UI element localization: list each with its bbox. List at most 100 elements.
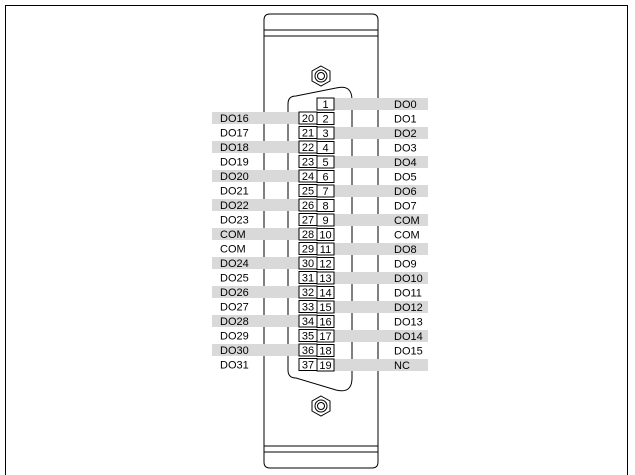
pin-box-layer: 1234567891011121314151617181920212223242… (298, 97, 335, 372)
signal-label: DO13 (394, 317, 423, 329)
pin-number: 23 (302, 157, 314, 169)
signal-label: DO17 (220, 128, 249, 140)
signal-label: DO10 (394, 273, 423, 285)
pin-number: 17 (319, 331, 331, 343)
signal-label: DO14 (394, 331, 423, 343)
signal-shade (212, 170, 317, 182)
signal-label: DO24 (220, 258, 249, 270)
pin-number: 19 (319, 360, 331, 372)
pin-number: 26 (302, 200, 314, 212)
signal-label: DO21 (220, 186, 249, 198)
pin-number: 28 (302, 229, 314, 241)
signal-label: DO2 (394, 128, 417, 140)
signal-label: DO16 (220, 113, 249, 125)
pin-number: 35 (302, 331, 314, 343)
bottom-screw-icon (311, 395, 331, 417)
signal-label: DO9 (394, 259, 417, 271)
pin-number: 36 (302, 345, 314, 357)
pin-number: 16 (319, 317, 331, 329)
pin-box (298, 126, 318, 139)
pin-number: 2 (322, 114, 328, 126)
signal-label: DO11 (394, 288, 422, 300)
pin-box (298, 300, 318, 313)
signal-label: DO3 (394, 143, 417, 155)
signal-label: COM (220, 244, 246, 256)
pin-box (298, 227, 318, 241)
signal-label: NC (394, 360, 410, 372)
pin-box (298, 314, 318, 328)
pin-number: 8 (322, 201, 328, 213)
pin-number: 4 (322, 143, 328, 155)
pin-number: 15 (319, 302, 331, 314)
signal-label: DO4 (394, 157, 417, 169)
pin-box (298, 111, 318, 125)
signal-label: DO0 (394, 99, 417, 111)
pin-number: 5 (322, 157, 328, 169)
pin-number: 21 (302, 128, 314, 140)
pin-number: 31 (302, 273, 314, 285)
signal-shade (317, 185, 428, 197)
signal-label: DO30 (220, 345, 249, 357)
signal-label: DO31 (220, 360, 249, 372)
module-body (263, 13, 379, 469)
signal-shade (212, 199, 317, 211)
pin-box (316, 97, 335, 111)
pin-box (298, 271, 318, 284)
pin-number: 25 (302, 186, 314, 198)
signal-label: COM (394, 230, 420, 242)
pin-number: 37 (302, 360, 314, 372)
pin-number: 7 (322, 186, 328, 198)
pin-box (298, 285, 318, 299)
signal-label: DO12 (394, 302, 423, 314)
pin-number: 10 (319, 230, 331, 242)
pin-box (298, 358, 318, 371)
pin-number: 20 (302, 113, 314, 125)
signal-label: DO19 (220, 157, 249, 169)
pin-number: 22 (302, 142, 314, 154)
signal-shade (317, 214, 428, 226)
signal-shade (212, 344, 317, 356)
pin-box (298, 169, 318, 183)
signal-label: DO25 (220, 273, 249, 285)
signal-shade (317, 272, 428, 284)
module-top-cap (263, 13, 379, 31)
pin-box (298, 140, 318, 154)
signal-shade (317, 243, 428, 255)
pin-number: 29 (302, 244, 314, 256)
signal-label: DO22 (220, 200, 249, 212)
signal-shade (212, 141, 317, 153)
pin-box (298, 198, 318, 212)
pin-box (298, 213, 318, 226)
pin-number: 6 (322, 172, 328, 184)
figure-frame (5, 5, 628, 475)
pin-number: 32 (302, 287, 314, 299)
pin-box (298, 242, 318, 255)
signal-label: DO1 (394, 114, 417, 126)
signal-shade (212, 112, 317, 124)
signal-label: DO26 (220, 287, 249, 299)
signal-label: DO8 (394, 244, 417, 256)
signal-shade (212, 286, 317, 298)
signal-label: DO23 (220, 215, 249, 227)
signal-label: DO29 (220, 331, 249, 343)
signal-shade (212, 228, 317, 240)
pin-number: 18 (319, 346, 331, 358)
pin-box (298, 256, 318, 270)
signal-label: DO7 (394, 201, 417, 213)
signal-shade (212, 257, 317, 269)
signal-shade (317, 127, 428, 139)
signal-shade (212, 315, 317, 327)
pin-number: 9 (322, 215, 328, 227)
signal-label: DO15 (394, 346, 423, 358)
signal-shade (317, 330, 428, 342)
signal-label: COM (220, 229, 246, 241)
pin-box (298, 329, 318, 342)
pin-number: 3 (322, 128, 328, 140)
signal-label: DO6 (394, 186, 417, 198)
signal-shade (317, 301, 428, 313)
signal-label: DO5 (394, 172, 417, 184)
pin-box (298, 343, 318, 357)
pin-number: 30 (302, 258, 314, 270)
pin-number: 14 (319, 288, 331, 300)
